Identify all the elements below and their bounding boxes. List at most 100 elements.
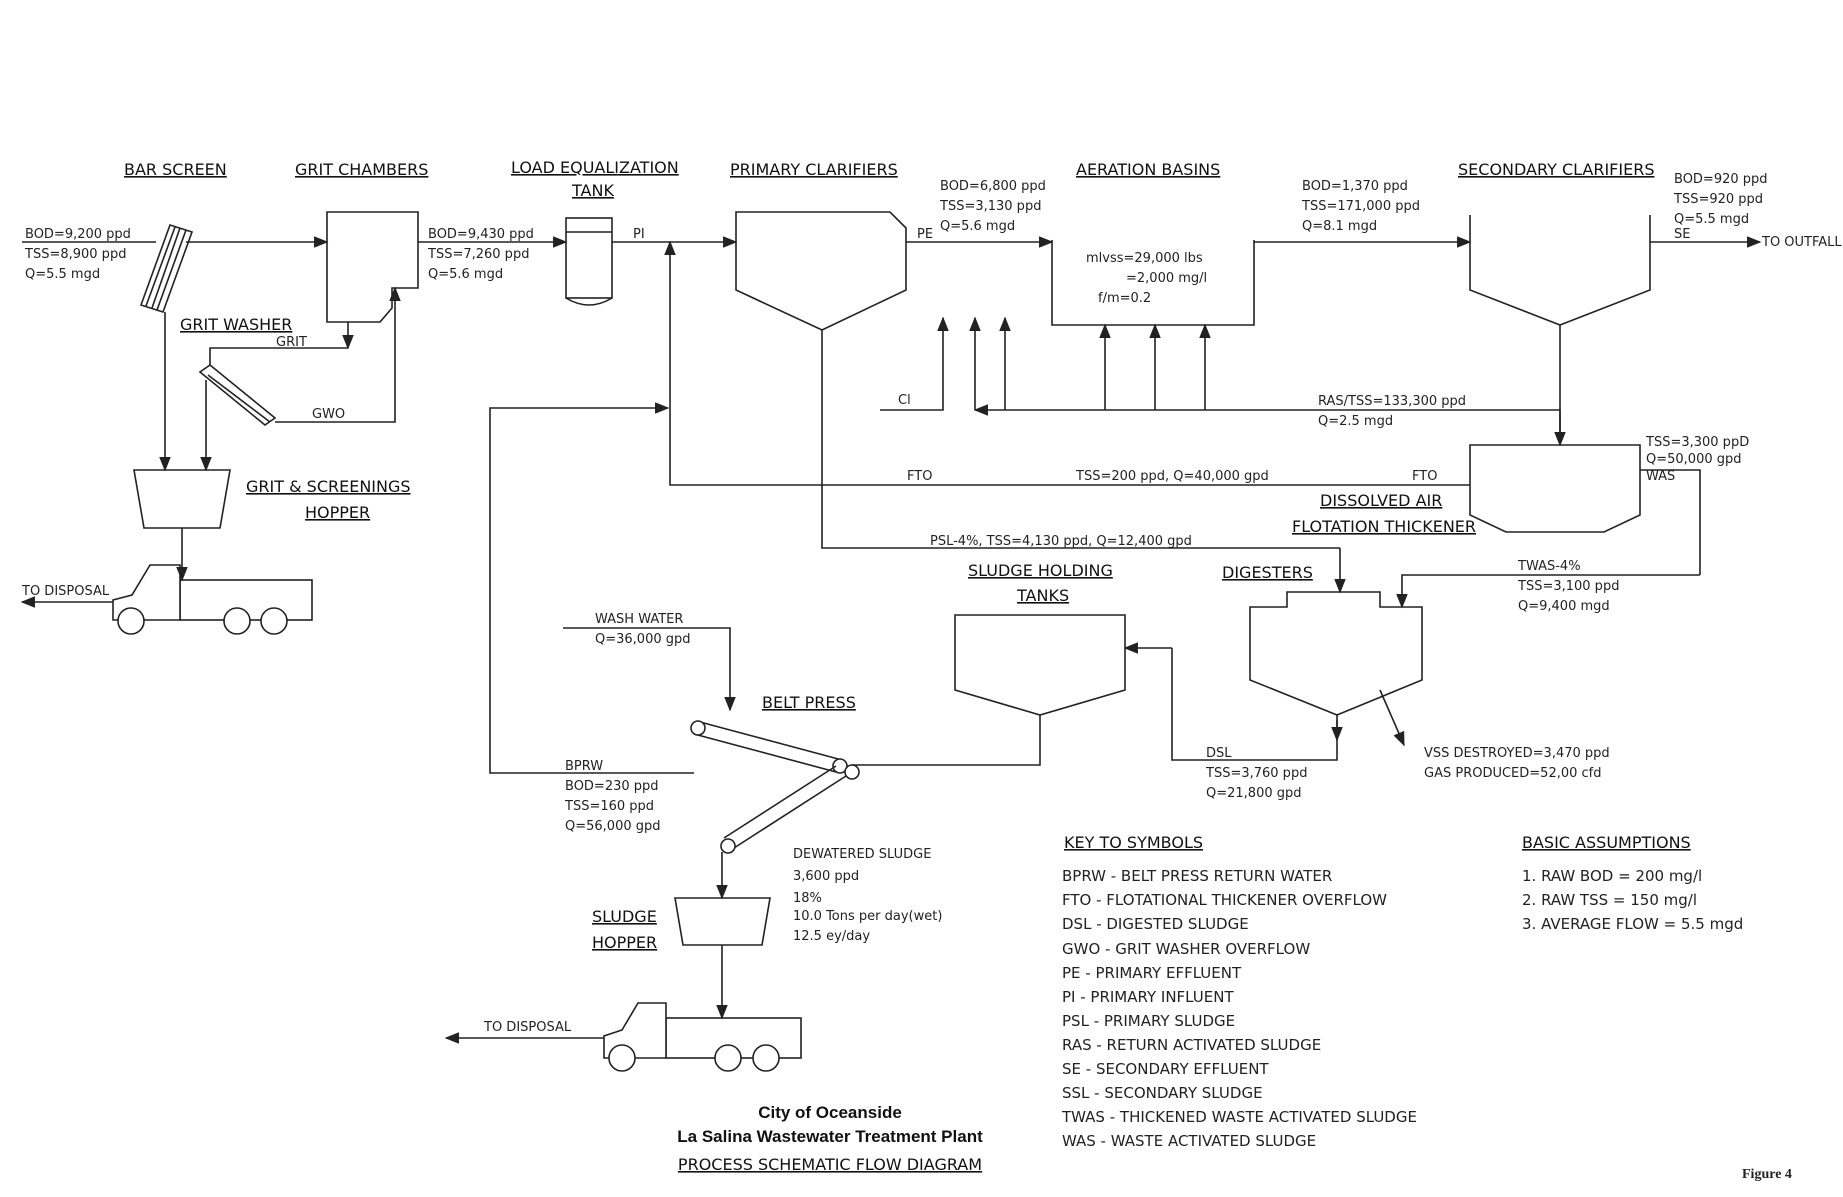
key-item: FTO - FLOTATIONAL THICKENER OVERFLOW <box>1062 891 1387 909</box>
title-grit-chambers: GRIT CHAMBERS <box>295 160 428 179</box>
flow-labels: BOD=9,200 ppd TSS=8,900 ppd Q=5.5 mgd BO… <box>21 172 1842 1035</box>
raw-tss: TSS=8,900 ppd <box>24 247 126 262</box>
title-daf-2: FLOTATION THICKENER <box>1292 517 1476 536</box>
raw-bod: BOD=9,200 ppd <box>25 227 131 242</box>
twas-tag: TWAS-4% <box>1517 559 1581 574</box>
was-tss: TSS=3,300 ppD <box>1645 435 1749 450</box>
aer-out-q: Q=8.1 mgd <box>1302 219 1377 234</box>
assumption-item: 2. RAW TSS = 150 mg/l <box>1522 891 1697 909</box>
bprw-bod: BOD=230 ppd <box>565 779 659 794</box>
assumptions-title: BASIC ASSUMPTIONS <box>1522 833 1691 852</box>
dsl-q: Q=21,800 gpd <box>1206 786 1302 801</box>
bprw-tag: BPRW <box>565 759 603 774</box>
basic-assumptions: BASIC ASSUMPTIONS 1. RAW BOD = 200 mg/l … <box>1522 833 1743 933</box>
tag-fto-right: FTO <box>1412 469 1437 484</box>
fto-values: TSS=200 ppd, Q=40,000 gpd <box>1075 469 1269 484</box>
tag-to-disposal-2: TO DISPOSAL <box>483 1020 572 1035</box>
assumption-item: 1. RAW BOD = 200 mg/l <box>1522 867 1702 885</box>
title-belt-press: BELT PRESS <box>762 693 856 712</box>
daf-thickener <box>1469 444 1641 533</box>
title-load-eq-2: TANK <box>571 181 614 200</box>
aer-out-bod: BOD=1,370 ppd <box>1302 179 1408 194</box>
se-tss: TSS=920 ppd <box>1673 192 1763 207</box>
assumption-item: 3. AVERAGE FLOW = 5.5 mgd <box>1522 915 1743 933</box>
footer-city: City of Oceanside <box>758 1103 902 1122</box>
title-secondary-clarifiers: SECONDARY CLARIFIERS <box>1458 160 1654 179</box>
tag-pi: PI <box>633 227 645 242</box>
was-tag: WAS <box>1646 469 1675 484</box>
key-item: PSL - PRIMARY SLUDGE <box>1062 1012 1235 1030</box>
sludge-hopper <box>674 897 771 946</box>
title-digesters: DIGESTERS <box>1222 563 1313 582</box>
grit-washer <box>198 363 277 427</box>
grit-hopper <box>133 469 231 529</box>
title-sludge-hopper-1: SLUDGE <box>592 907 657 926</box>
dewatered-cy: 12.5 ey/day <box>793 929 870 944</box>
sludge-holding-tank <box>954 614 1126 716</box>
key-to-symbols: KEY TO SYMBOLS BPRW - BELT PRESS RETURN … <box>1061 833 1417 1150</box>
footer-diagram-title: PROCESS SCHEMATIC FLOW DIAGRAM <box>678 1155 982 1174</box>
twas-tss: TSS=3,100 ppd <box>1517 579 1619 594</box>
key-title: KEY TO SYMBOLS <box>1064 833 1203 852</box>
truck-1 <box>112 564 313 635</box>
pe-bod: BOD=6,800 ppd <box>940 179 1046 194</box>
title-sludge-tanks-1: SLUDGE HOLDING <box>968 561 1113 580</box>
aer-out-tss: TSS=171,000 ppd <box>1301 199 1420 214</box>
title-load-eq-1: LOAD EQUALIZATION <box>511 158 679 177</box>
tag-cl: Cl <box>898 393 911 408</box>
pe-tss: TSS=3,130 ppd <box>939 199 1041 214</box>
grit-out-bod: BOD=9,430 ppd <box>428 227 534 242</box>
gas-produced: GAS PRODUCED=52,00 cfd <box>1424 766 1602 781</box>
title-block: City of Oceanside La Salina Wastewater T… <box>677 1103 1792 1182</box>
title-daf-1: DISSOLVED AIR <box>1320 491 1442 510</box>
load-equalization-tank <box>565 217 613 306</box>
tag-to-outfall: TO OUTFALL <box>1761 235 1842 250</box>
dewatered-tons: 10.0 Tons per day(wet) <box>793 909 942 924</box>
wash-water: WASH WATER <box>595 612 683 627</box>
key-item: TWAS - THICKENED WASTE ACTIVATED SLUDGE <box>1061 1108 1417 1126</box>
raw-q: Q=5.5 mgd <box>25 267 100 282</box>
grit-out-q: Q=5.6 mgd <box>428 267 503 282</box>
title-primary-clarifiers: PRIMARY CLARIFIERS <box>730 160 898 179</box>
title-grit-washer: GRIT WASHER <box>180 315 292 334</box>
key-item: DSL - DIGESTED SLUDGE <box>1062 915 1249 933</box>
ras-tss: RAS/TSS=133,300 ppd <box>1318 394 1466 409</box>
ras-q: Q=2.5 mgd <box>1318 414 1393 429</box>
key-item: SSL - SECONDARY SLUDGE <box>1062 1084 1263 1102</box>
dewatered-ppd: 3,600 ppd <box>793 869 859 884</box>
tag-to-disposal-1: TO DISPOSAL <box>21 584 110 599</box>
title-grit-hopper-1: GRIT & SCREENINGS <box>246 477 411 496</box>
twas-q: Q=9,400 mgd <box>1518 599 1610 614</box>
key-item: RAS - RETURN ACTIVATED SLUDGE <box>1062 1036 1321 1054</box>
dewatered-pct: 18% <box>793 891 822 906</box>
title-sludge-hopper-2: HOPPER <box>592 933 657 952</box>
mlvss-conc: =2,000 mg/l <box>1126 271 1207 286</box>
dsl-tag: DSL <box>1206 746 1232 761</box>
bar-screen-unit <box>139 224 194 313</box>
title-grit-hopper-2: HOPPER <box>305 503 370 522</box>
bprw-tss: TSS=160 ppd <box>564 799 654 814</box>
key-item: SE - SECONDARY EFFLUENT <box>1062 1060 1269 1078</box>
key-item: GWO - GRIT WASHER OVERFLOW <box>1062 940 1310 958</box>
tag-pe: PE <box>917 227 933 242</box>
key-item: WAS - WASTE ACTIVATED SLUDGE <box>1062 1132 1316 1150</box>
grit-out-tss: TSS=7,260 ppd <box>427 247 529 262</box>
title-sludge-tanks-2: TANKS <box>1016 586 1069 605</box>
unit-titles: BAR SCREEN GRIT CHAMBERS LOAD EQUALIZATI… <box>124 158 1654 952</box>
key-item: PI - PRIMARY INFLUENT <box>1062 988 1234 1006</box>
f-m: f/m=0.2 <box>1098 291 1151 306</box>
se-bod: BOD=920 ppd <box>1674 172 1768 187</box>
grit-chamber <box>326 211 419 323</box>
figure-number: Figure 4 <box>1742 1167 1792 1182</box>
dsl-tss: TSS=3,760 ppd <box>1205 766 1307 781</box>
se-q: Q=5.5 mgd <box>1674 212 1749 227</box>
tag-gwo: GWO <box>312 407 345 422</box>
belt-press <box>690 720 860 854</box>
key-item: BPRW - BELT PRESS RETURN WATER <box>1062 867 1332 885</box>
piping <box>20 236 1762 1044</box>
secondary-clarifier <box>1469 215 1651 326</box>
tag-fto-left: FTO <box>907 469 932 484</box>
footer-plant: La Salina Wastewater Treatment Plant <box>677 1127 983 1146</box>
